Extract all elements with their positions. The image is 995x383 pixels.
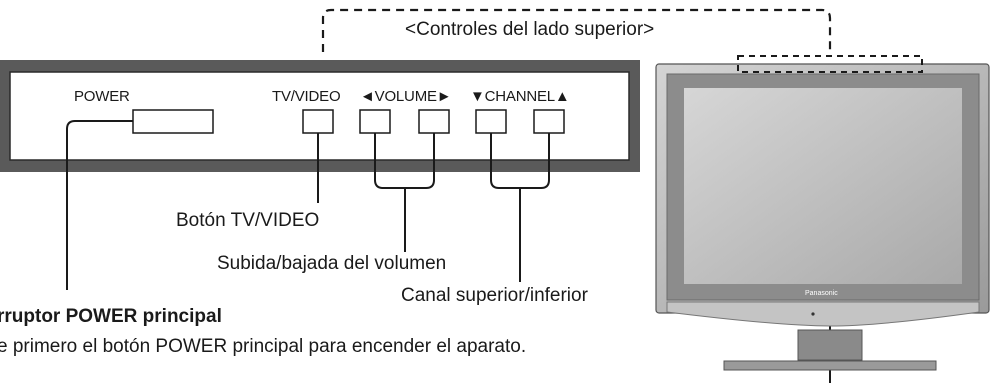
tv-set: [655, 55, 990, 371]
tvvideo-label: TV/VIDEO: [272, 88, 341, 105]
dashed-bracket: [321, 8, 832, 57]
volume-down-button: [359, 109, 391, 134]
channel-down-button: [475, 109, 507, 134]
volume-up-button: [418, 109, 450, 134]
volume-callout: Subida/bajada del volumen: [217, 253, 447, 274]
tv-brand-logo: Panasonic: [805, 290, 838, 297]
tv-neck: [797, 329, 863, 361]
volume-label: ◄VOLUME►: [360, 88, 452, 105]
volume-leader: [374, 133, 435, 252]
tv-top-controls: [737, 55, 923, 73]
tv-screen: [684, 88, 962, 284]
tv-speaker-strip: [666, 301, 980, 327]
power-indicator: [811, 312, 815, 316]
channel-label: ▼CHANNEL▲: [470, 88, 570, 105]
power-label: POWER: [74, 88, 130, 105]
channel-leader: [490, 133, 550, 282]
tvvideo-button: [302, 109, 334, 134]
top-controls-title: <Controles del lado superior>: [405, 19, 655, 40]
power-callout-desc: e primero el botón POWER principal para …: [0, 336, 527, 357]
power-leader: [66, 120, 133, 290]
tvvideo-callout: Botón TV/VIDEO: [176, 210, 320, 231]
channel-callout: Canal superior/inferior: [401, 285, 588, 306]
power-button: [132, 109, 214, 134]
channel-up-button: [533, 109, 565, 134]
tv-stand-base: [723, 360, 937, 371]
power-callout-title: rruptor POWER principal: [0, 306, 222, 327]
